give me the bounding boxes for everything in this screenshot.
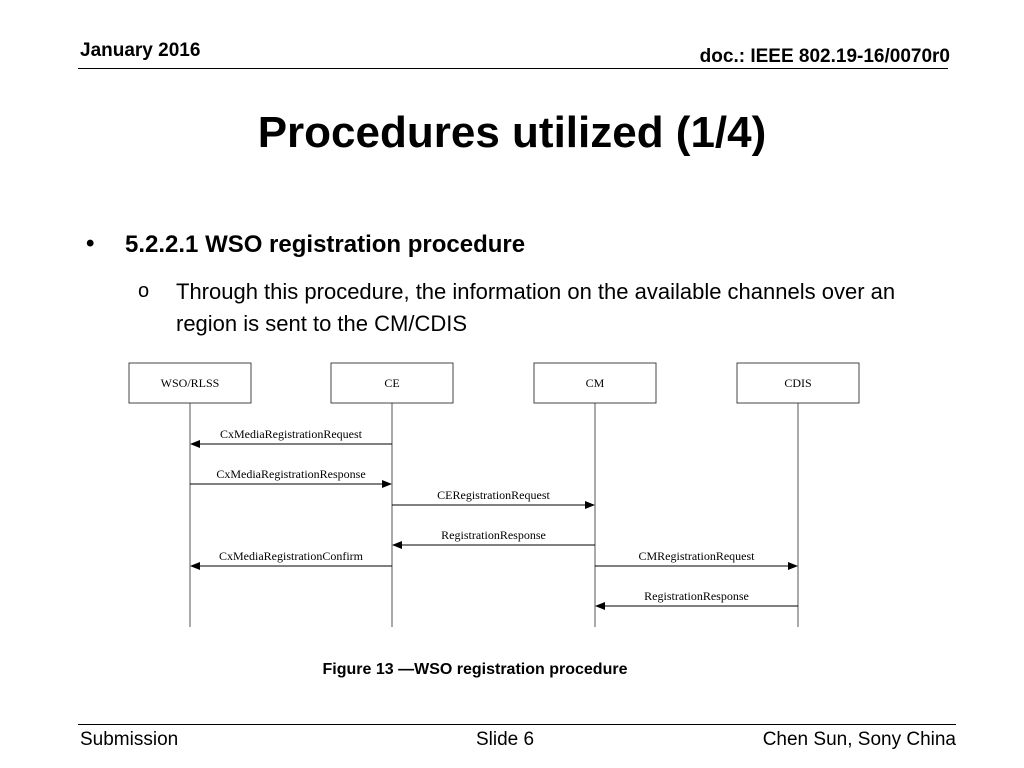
figure-caption: Figure 13 —WSO registration procedure [322, 661, 628, 678]
entity-box-cdis [736, 362, 860, 404]
entity-box-wso-rlss [128, 362, 252, 404]
entity-label-wso-rlss: WSO/RLSS [161, 376, 220, 390]
entity-box-cm [533, 362, 657, 404]
sub-bullet-marker: o [138, 280, 150, 302]
footer-author: Chen Sun, Sony China [762, 729, 956, 750]
entity-box-ce [330, 362, 454, 404]
bullet-marker: • [86, 230, 95, 257]
header-divider [78, 68, 948, 69]
message-label-6: CMRegistrationRequest [639, 549, 756, 563]
header-date: January 2016 [80, 40, 201, 61]
entity-label-cdis: CDIS [784, 376, 811, 390]
entity-label-cm: CM [586, 376, 605, 390]
message-label-7: RegistrationResponse [644, 589, 749, 603]
message-label-4: RegistrationResponse [441, 528, 546, 542]
message-label-5: CxMediaRegistrationConfirm [219, 549, 364, 563]
footer-slide-number: Slide 6 [476, 729, 535, 750]
message-label-1: CxMediaRegistrationRequest [220, 427, 363, 441]
entity-label-ce: CE [384, 376, 399, 390]
footer-divider [78, 724, 956, 725]
message-label-2: CxMediaRegistrationResponse [216, 467, 365, 481]
header-doc-id: doc.: IEEE 802.19-16/0070r0 [699, 46, 950, 67]
bullet-heading: 5.2.2.1 WSO registration procedure [125, 231, 526, 258]
message-label-3: CERegistrationRequest [437, 488, 550, 502]
slide-title: Procedures utilized (1/4) [257, 108, 767, 157]
sub-bullet-text: Through this procedure, the information … [176, 279, 896, 336]
footer-submission: Submission [80, 729, 179, 750]
